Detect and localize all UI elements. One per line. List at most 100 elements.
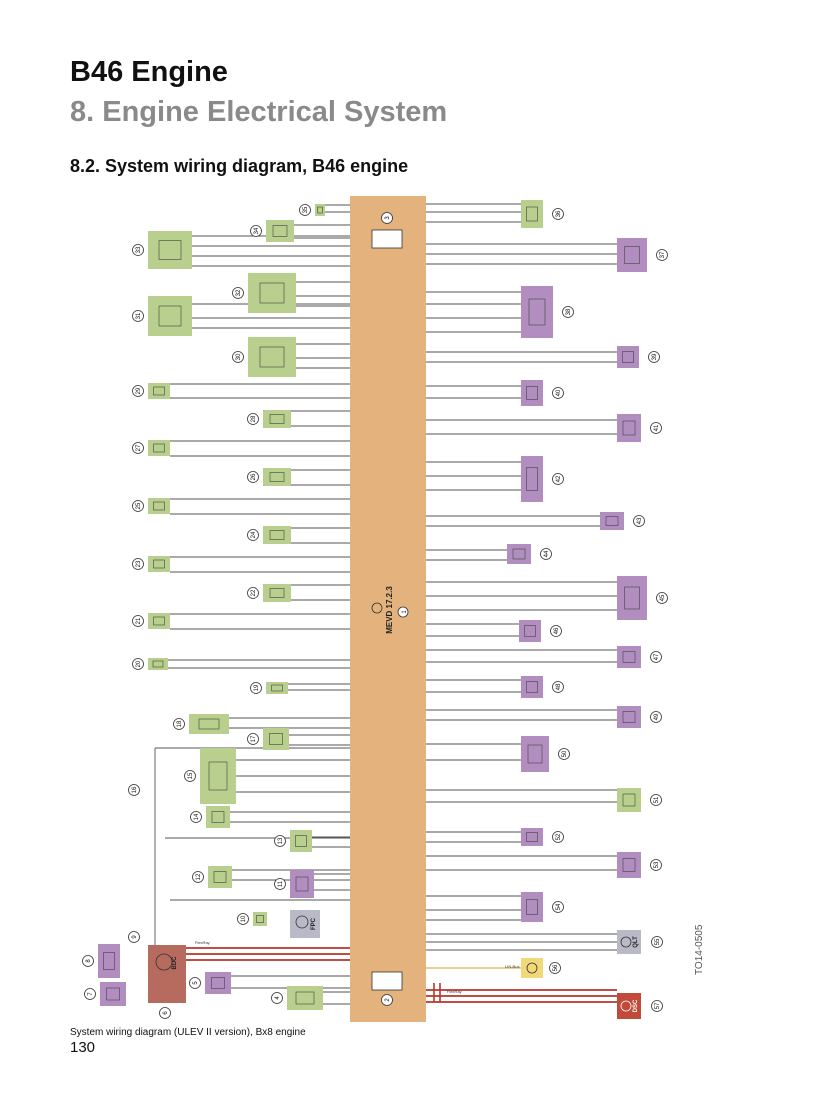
svg-text:35: 35: [303, 206, 309, 213]
label-8: 8: [82, 955, 94, 967]
svg-text:26: 26: [251, 473, 257, 480]
component-24: [263, 526, 291, 544]
section-title: 8.2. System wiring diagram, B46 engine: [70, 156, 409, 176]
component-35: [315, 204, 325, 216]
component-29: [148, 383, 170, 399]
component-48: [521, 676, 543, 698]
page-number: 130: [70, 1039, 96, 1056]
component-11: [290, 870, 314, 898]
component-54: [521, 892, 543, 922]
label-57: 57: [651, 1000, 663, 1012]
svg-text:41: 41: [654, 424, 660, 431]
label-6: 6: [159, 1007, 171, 1019]
flexray-label: FlexRay: [195, 940, 210, 945]
svg-text:44: 44: [544, 550, 550, 557]
label-29: 29: [132, 385, 144, 397]
svg-text:31: 31: [136, 312, 142, 319]
label-21: 21: [132, 615, 144, 627]
svg-text:6: 6: [163, 1011, 169, 1015]
qlt-label: QLT: [633, 936, 639, 948]
svg-text:54: 54: [556, 903, 562, 910]
label-35: 35: [299, 204, 311, 216]
chapter-title: 8. Engine Electrical System: [70, 96, 448, 128]
component-52: [521, 828, 543, 846]
ecu-number: 1: [402, 610, 408, 614]
svg-text:13: 13: [278, 837, 284, 844]
svg-text:47: 47: [654, 653, 660, 660]
component-50: [521, 736, 549, 772]
figure-caption: System wiring diagram (ULEV II version),…: [70, 1027, 306, 1038]
component-19: [266, 682, 288, 694]
component-40: [521, 380, 543, 406]
label-46: 46: [550, 625, 562, 637]
label-5: 5: [189, 977, 201, 989]
label-15: 15: [184, 770, 196, 782]
svg-text:4: 4: [275, 996, 281, 1000]
svg-text:16: 16: [132, 786, 138, 793]
component-17: [263, 728, 289, 750]
component-15: [200, 748, 236, 804]
component-28: [263, 410, 291, 428]
label-3: 3: [381, 212, 393, 224]
label-39: 39: [648, 351, 660, 363]
svg-text:56: 56: [553, 964, 559, 971]
label-16: 16: [128, 784, 140, 796]
wire-group: [154, 203, 617, 1005]
label-41: 41: [650, 422, 662, 434]
svg-text:30: 30: [236, 353, 242, 360]
ecu-sensor-3: [371, 229, 403, 249]
svg-text:27: 27: [136, 444, 142, 451]
label-53: 53: [650, 859, 662, 871]
figure-id: TO14-0505: [694, 924, 705, 975]
component-13: [290, 830, 312, 852]
svg-text:19: 19: [254, 684, 260, 691]
ecu-block: [350, 196, 426, 1022]
label-7: 7: [84, 988, 96, 1000]
svg-text:5: 5: [193, 981, 199, 985]
svg-text:38: 38: [566, 308, 572, 315]
svg-text:22: 22: [251, 589, 257, 596]
label-4: 4: [271, 992, 283, 1004]
component-20: [148, 658, 168, 670]
svg-text:28: 28: [251, 415, 257, 422]
page-title: B46 Engine: [70, 56, 228, 88]
component-33: [148, 231, 192, 269]
svg-text:46: 46: [554, 627, 560, 634]
label-18: 18: [173, 718, 185, 730]
svg-text:17: 17: [251, 735, 257, 742]
label-19: 19: [250, 682, 262, 694]
label-54: 54: [552, 901, 564, 913]
label-55: 55: [651, 936, 663, 948]
label-42: 42: [552, 473, 564, 485]
svg-text:40: 40: [556, 389, 562, 396]
dsc-label: DSC: [633, 999, 639, 1012]
component-4: [287, 986, 323, 1010]
svg-text:29: 29: [136, 387, 142, 394]
component-23: [148, 556, 170, 572]
component-27: [148, 440, 170, 456]
component-31: [148, 296, 192, 336]
fpc-module: FPC: [290, 910, 320, 938]
svg-text:48: 48: [556, 683, 562, 690]
label-30: 30: [232, 351, 244, 363]
label-45: 45: [656, 592, 668, 604]
label-23: 23: [132, 558, 144, 570]
component-46: [519, 620, 541, 642]
ecu-sensor-2: [371, 971, 403, 991]
label-37: 37: [656, 249, 668, 261]
svg-text:42: 42: [556, 475, 562, 482]
svg-text:11: 11: [278, 880, 284, 887]
svg-text:2: 2: [385, 998, 391, 1002]
svg-text:33: 33: [136, 246, 142, 253]
svg-text:8: 8: [86, 959, 92, 963]
label-43: 43: [633, 515, 645, 527]
svg-text:25: 25: [136, 502, 142, 509]
svg-text:52: 52: [556, 833, 562, 840]
label-12: 12: [192, 871, 204, 883]
label-17: 17: [247, 733, 259, 745]
component-25: [148, 498, 170, 514]
label-48: 48: [552, 681, 564, 693]
svg-text:32: 32: [236, 289, 242, 296]
label-34: 34: [250, 225, 262, 237]
svg-text:43: 43: [637, 517, 643, 524]
